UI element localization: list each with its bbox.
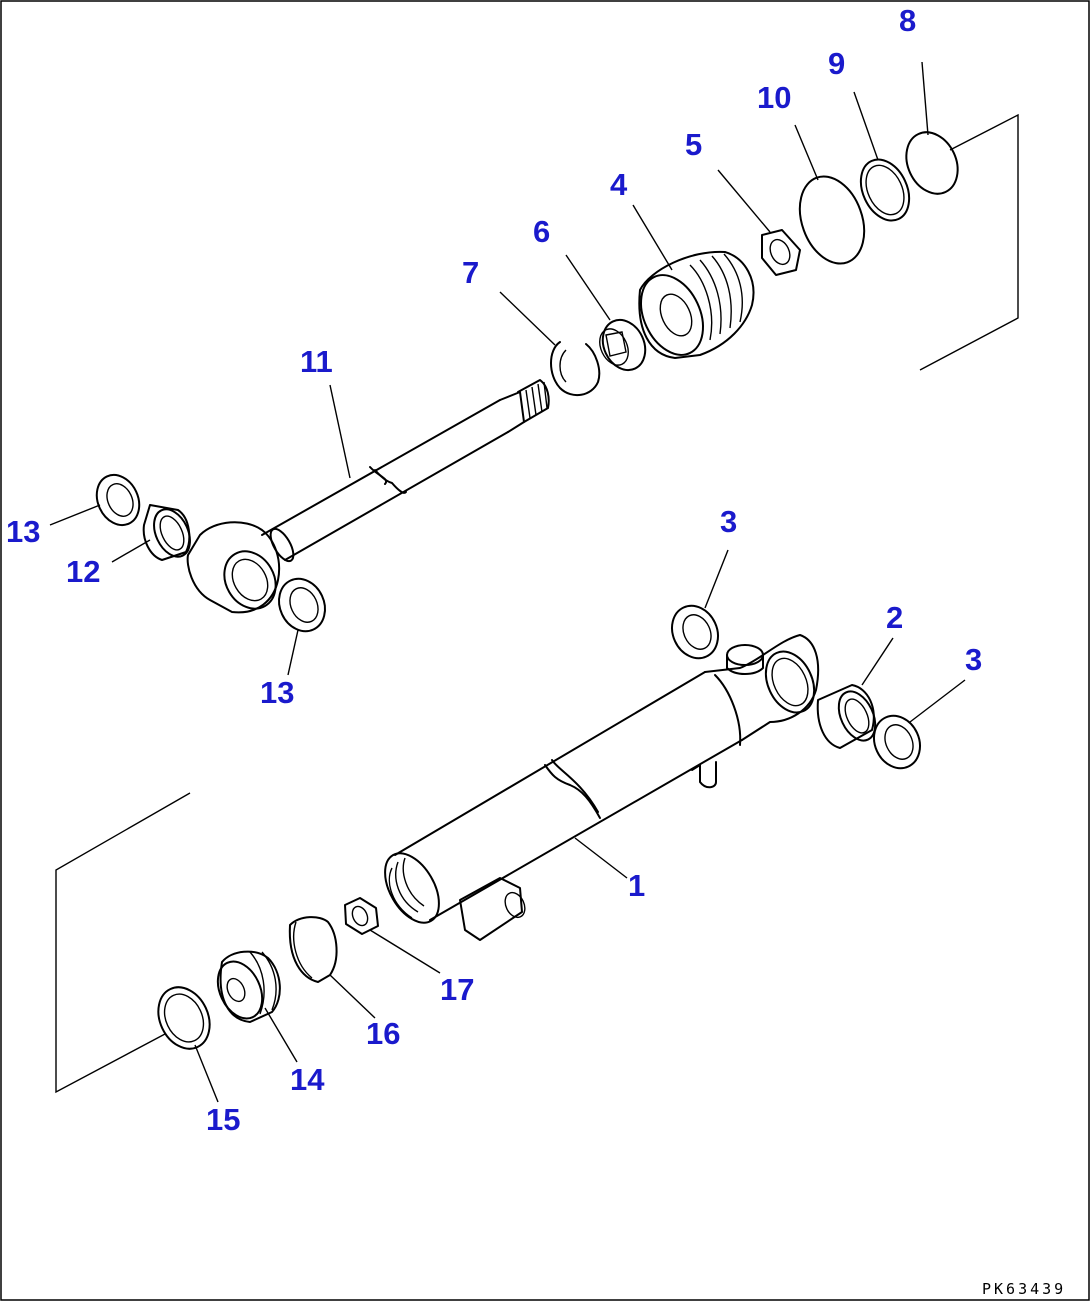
nut-6-part[interactable] — [594, 313, 653, 377]
dust-seal-13a-part[interactable] — [89, 468, 147, 532]
piston-rod-part[interactable] — [186, 379, 550, 618]
callout-8: 8 — [899, 3, 916, 38]
callout-15: 15 — [206, 1102, 240, 1137]
backup-ring-9-part[interactable] — [852, 152, 919, 229]
callout-10: 10 — [757, 80, 791, 115]
callout-12: 12 — [66, 554, 100, 589]
callout-2: 2 — [886, 600, 903, 635]
wear-ring-16-part[interactable] — [288, 916, 338, 983]
ring-15-part[interactable] — [149, 979, 220, 1057]
dust-seal-3a-part[interactable] — [664, 598, 727, 666]
callout-3-right: 3 — [965, 642, 982, 677]
piston-14-part[interactable] — [209, 950, 281, 1026]
o-ring-10-part[interactable] — [788, 167, 875, 272]
nut-17-part[interactable] — [344, 897, 379, 935]
bushing-2-part[interactable] — [816, 684, 883, 749]
callout-16: 16 — [366, 1016, 400, 1051]
cylinder-tube-part[interactable] — [374, 634, 824, 941]
callout-13-lower: 13 — [260, 675, 294, 710]
callout-labels: 8 9 10 5 4 6 7 11 13 12 13 3 2 3 1 17 16… — [6, 3, 982, 1137]
dust-seal-13b-part[interactable] — [271, 571, 334, 639]
callout-14: 14 — [290, 1062, 325, 1097]
leader-lines — [49, 61, 966, 1103]
callout-1: 1 — [628, 868, 645, 903]
callout-11: 11 — [300, 344, 333, 379]
callout-9: 9 — [828, 46, 845, 81]
figure-code: PK63439 — [982, 1280, 1066, 1298]
callout-17: 17 — [440, 972, 474, 1007]
upper-group-bracket — [919, 113, 1019, 371]
callout-7: 7 — [462, 255, 479, 290]
lower-group-bracket — [55, 792, 191, 1094]
bushing-12-part[interactable] — [142, 504, 197, 563]
dust-seal-3b-part[interactable] — [866, 708, 929, 776]
callout-6: 6 — [533, 214, 550, 249]
callout-3-upper: 3 — [720, 504, 737, 539]
callout-5: 5 — [685, 127, 702, 162]
callout-13-upper: 13 — [6, 514, 40, 549]
o-ring-8-part[interactable] — [897, 124, 968, 202]
piston-4-part[interactable] — [629, 250, 755, 365]
nut-5-part[interactable] — [761, 229, 801, 276]
snap-ring-7-part[interactable] — [550, 341, 601, 397]
callout-4: 4 — [610, 167, 628, 202]
